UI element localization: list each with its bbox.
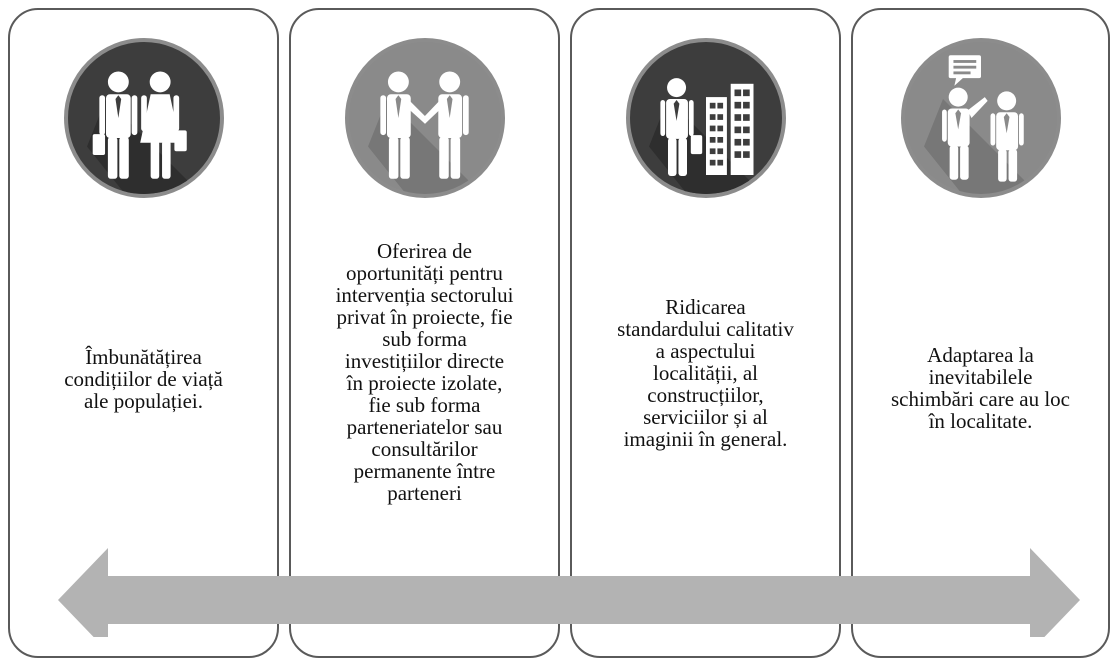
card-1-text: Îmbunătățirea condițiilor de viață ale p…: [64, 345, 223, 413]
card-3-text: Ridicarea standardului calitativ a aspec…: [617, 295, 794, 451]
man-and-woman-with-briefcases-icon: [63, 38, 224, 198]
man-speaking-to-man-icon: [900, 38, 1061, 198]
card-2: Oferirea de oportunități pentru interven…: [289, 8, 560, 658]
card-4: Adaptarea la inevitabilele schimbări car…: [851, 8, 1110, 658]
card-1: Îmbunătățirea condițiilor de viață ale p…: [8, 8, 279, 658]
card-4-text: Adaptarea la inevitabilele schimbări car…: [891, 343, 1070, 433]
man-with-buildings-icon: [625, 38, 786, 198]
card-2-text: Oferirea de oportunități pentru interven…: [335, 239, 514, 505]
card-3: Ridicarea standardului calitativ a aspec…: [570, 8, 841, 658]
two-men-shaking-hands-icon: [344, 38, 505, 198]
